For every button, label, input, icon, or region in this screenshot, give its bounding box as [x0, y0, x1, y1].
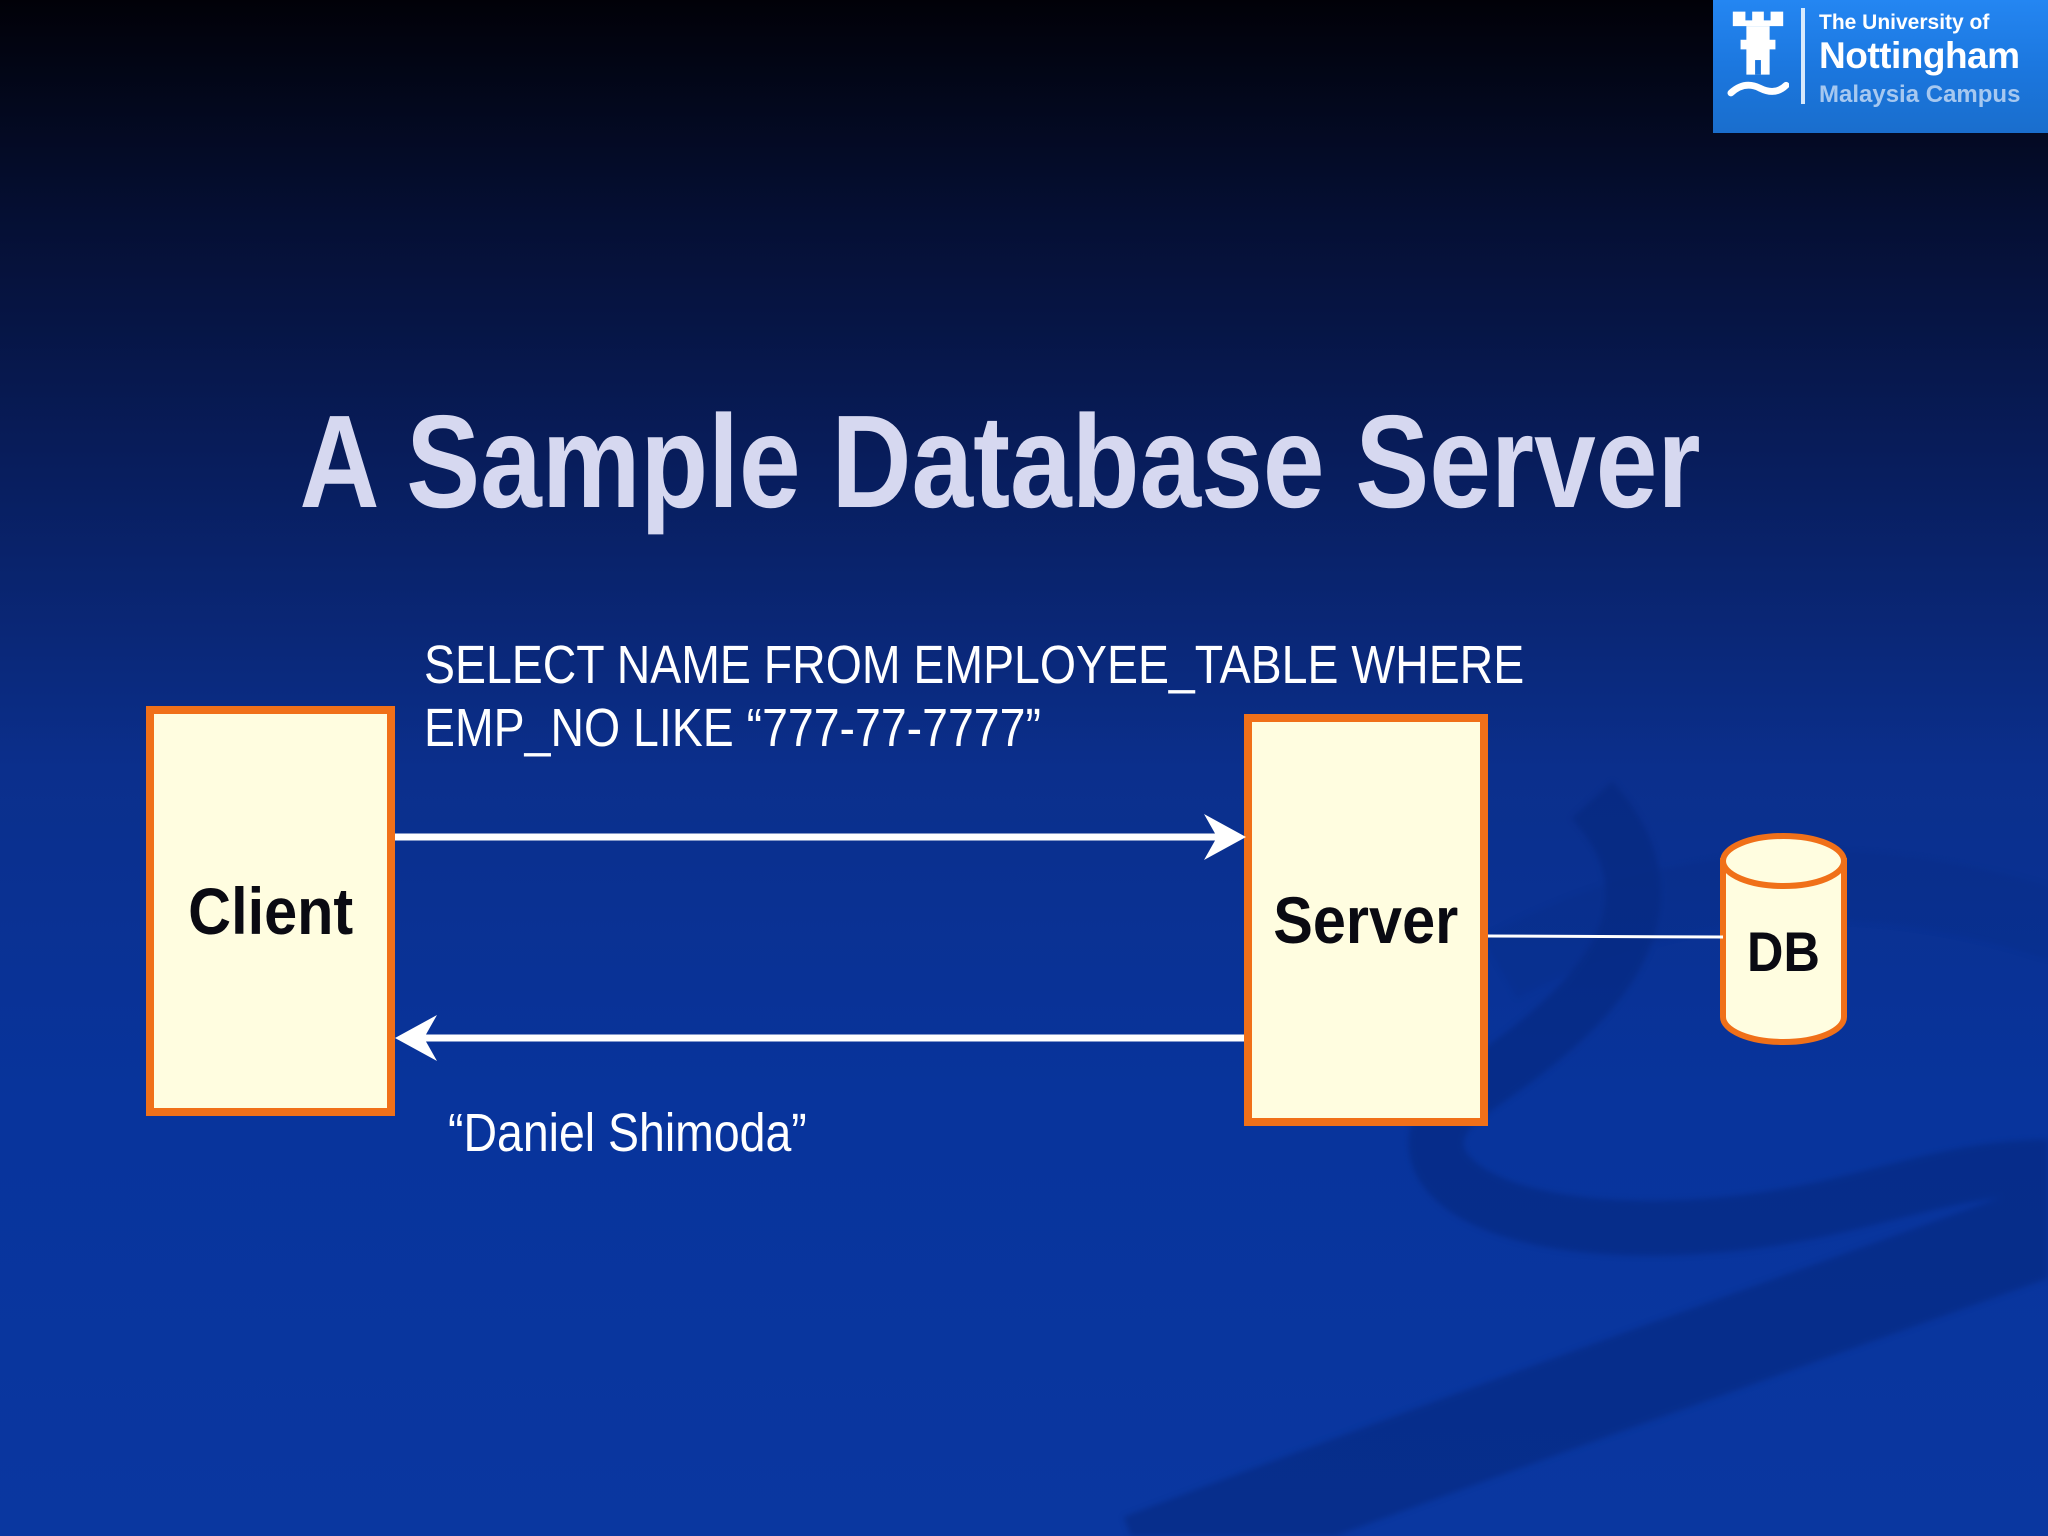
server-label: Server — [1273, 883, 1459, 957]
logo-line-campus: Malaysia Campus — [1819, 81, 2021, 108]
server-box: Server — [1244, 714, 1488, 1126]
response-text: “Daniel Shimoda” — [448, 1103, 807, 1163]
university-castle-icon — [1727, 11, 1789, 97]
logo-divider — [1801, 8, 1805, 104]
db-cylinder-shape — [1720, 833, 1847, 1045]
query-text-line2: EMP_NO LIKE “777-77-7777” — [424, 698, 1041, 758]
slide-title: A Sample Database Server — [0, 386, 2000, 537]
logo-line-nottingham: Nottingham — [1819, 35, 2020, 76]
query-text-line1: SELECT NAME FROM EMPLOYEE_TABLE WHERE — [424, 635, 1525, 695]
logo-text: The University of Nottingham Malaysia Ca… — [1819, 12, 2020, 107]
slide-title-text: A Sample Database Server — [299, 388, 1701, 535]
db-label: DB — [1747, 920, 1820, 983]
db-cylinder: DB — [1719, 831, 1848, 1046]
logo-line-university-of: The University of — [1819, 11, 1990, 34]
university-logo: The University of Nottingham Malaysia Ca… — [1713, 0, 2048, 133]
client-box: Client — [146, 706, 395, 1116]
client-label: Client — [187, 874, 354, 948]
query-text: SELECT NAME FROM EMPLOYEE_TABLE WHERE EM… — [424, 634, 1524, 760]
